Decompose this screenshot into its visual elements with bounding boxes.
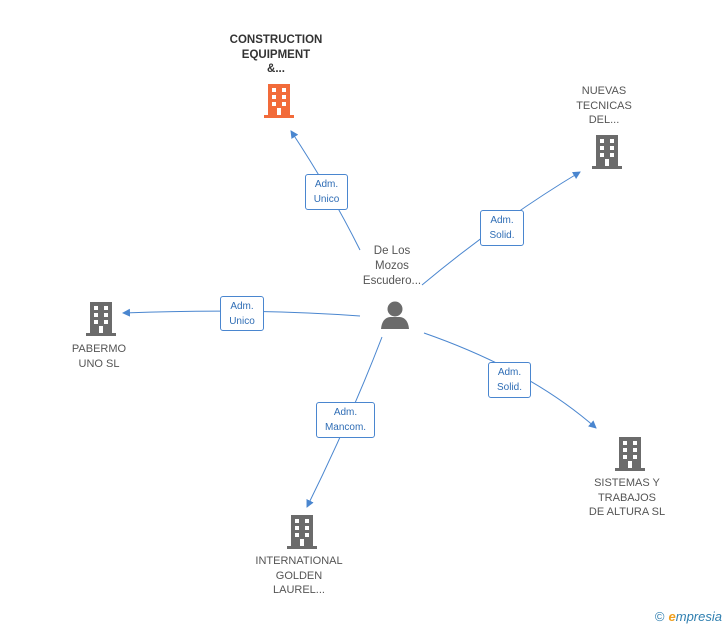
company-label-pabermo[interactable]: PABERMO UNO SL [71, 343, 127, 370]
person-label[interactable]: De Los Mozos Escudero... [362, 245, 422, 287]
building-icon[interactable] [85, 302, 117, 336]
empresia-watermark[interactable]: ©empresia [655, 609, 722, 624]
person-icon[interactable] [380, 300, 410, 329]
relation-label-international[interactable]: Adm. Mancom. [316, 402, 375, 438]
brand-name: mpresia [675, 609, 722, 624]
building-icon[interactable] [286, 515, 318, 549]
relation-label-sistemas[interactable]: Adm. Solid. [488, 362, 531, 398]
copyright-symbol: © [654, 609, 665, 624]
company-label-sistemas[interactable]: SISTEMAS Y TRABAJOS DE ALTURA SL [588, 477, 666, 518]
relation-label-pabermo[interactable]: Adm. Unico [220, 296, 264, 331]
building-icon[interactable] [263, 84, 295, 118]
building-icon[interactable] [614, 437, 646, 471]
company-label-international[interactable]: INTERNATIONAL GOLDEN LAUREL... [255, 555, 343, 596]
company-label-construction[interactable]: CONSTRUCTION EQUIPMENT &... [229, 34, 323, 75]
company-label-nuevas[interactable]: NUEVAS TECNICAS DEL... [576, 85, 632, 126]
building-icon[interactable] [591, 135, 623, 169]
relation-label-construction[interactable]: Adm. Unico [305, 174, 348, 210]
relation-label-nuevas[interactable]: Adm. Solid. [480, 210, 524, 246]
brand-initial: e [668, 609, 676, 624]
